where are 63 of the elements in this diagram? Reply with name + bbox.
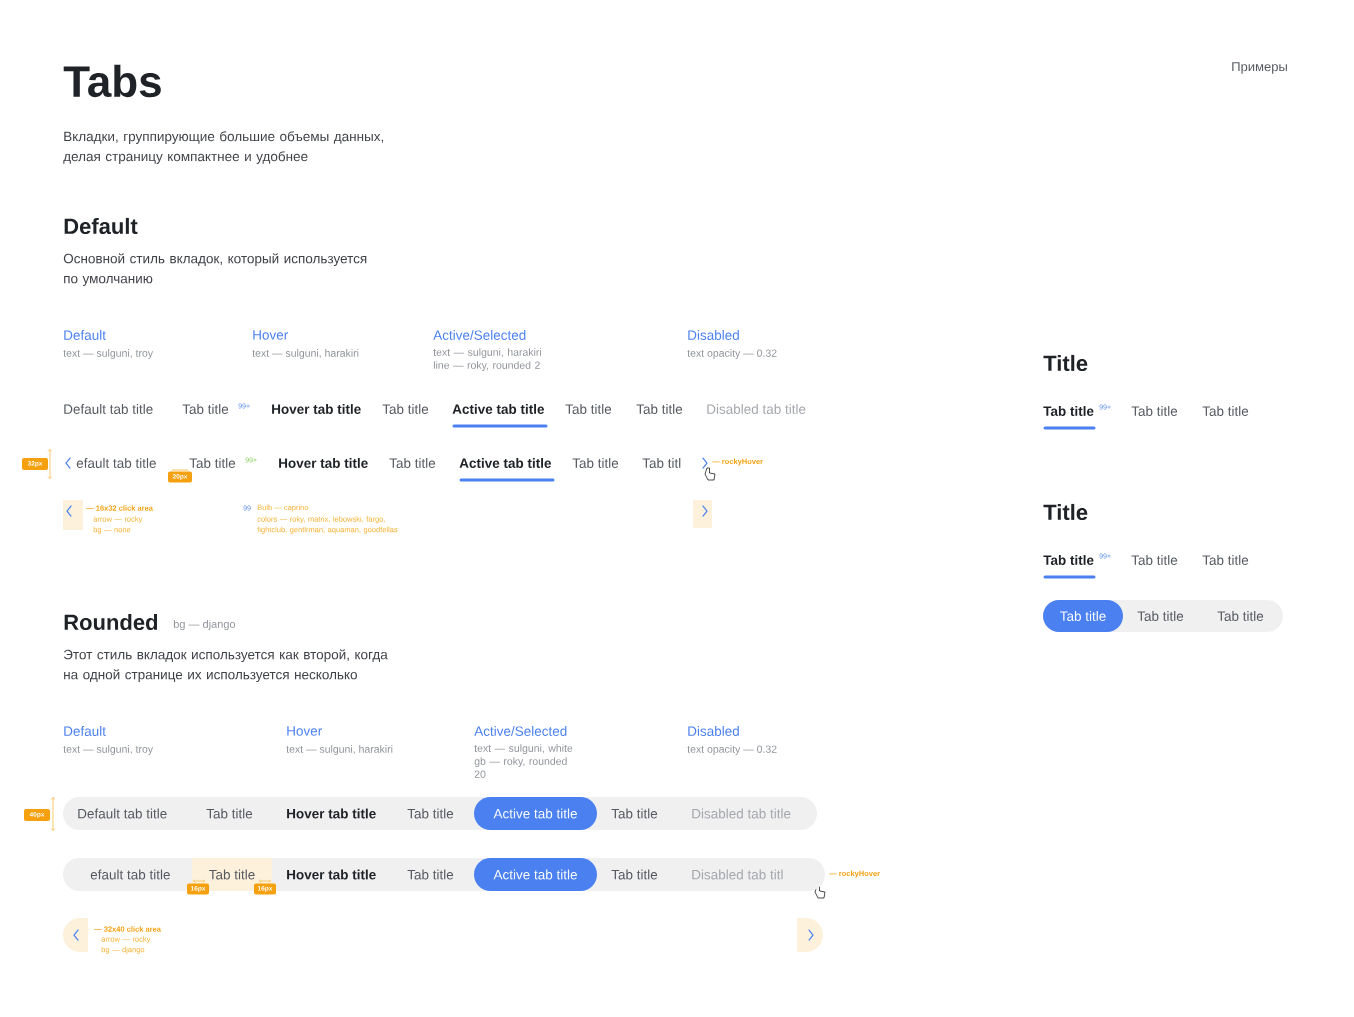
tab-label: Hover tab title [287, 808, 376, 819]
active-tab: Tab title [1043, 600, 1123, 632]
link-text: Примеры [1232, 62, 1287, 74]
tab-label: Disabled tab titl [692, 869, 783, 880]
tab-label: Tab title [1043, 555, 1094, 565]
tab-label: Tab title [382, 404, 429, 414]
tab-label: Tab title [565, 404, 612, 414]
tab-label: Active tab title [452, 404, 544, 414]
state-heading: Hover [287, 726, 322, 736]
section-heading: Default [64, 217, 138, 235]
tab-label: Hover tab title [272, 404, 361, 414]
tab-label: Tab title [611, 808, 658, 819]
tab-label: efault tab title [76, 458, 156, 468]
tab-label: Tab title [1217, 611, 1264, 621]
spec-note: text opacity — 0.32 [687, 349, 777, 359]
description-text: Этот стиль вкладок используется как второй, когда на одной странице их используется несколько [63, 649, 388, 683]
tab-label: Tab title [1202, 555, 1249, 565]
tab-label: Tab title [407, 808, 454, 819]
state-heading: Default [64, 330, 106, 340]
spec-note: text — sulguni, harakiri [252, 349, 359, 359]
tab-label: Tab title [1131, 555, 1178, 565]
spec-note: text opacity — 0.32 [687, 745, 777, 755]
tab-label: Tab title [206, 808, 253, 819]
state-heading: Active/Selected [474, 726, 567, 736]
tab-label: Disabled tab title [692, 808, 791, 819]
note-text: bg — django [173, 619, 236, 631]
tab-label: Hover tab title [287, 869, 376, 880]
spec-note: text — sulguni, harakiri [286, 745, 393, 755]
tab-label: Hover tab title [279, 458, 368, 468]
tab-label: Tab title [1137, 611, 1184, 621]
spec-note: text — sulguni, white gb — roky, rounded 20 [474, 744, 573, 778]
tab-label: Active tab title [459, 458, 551, 468]
section-heading: Title [1043, 354, 1088, 372]
tab-label: Tab title [1131, 406, 1178, 416]
tab-label: Tab title [572, 458, 619, 468]
section-heading: Rounded [64, 613, 158, 631]
description-text: Основной стиль вкладок, который используется по умолчанию [63, 253, 367, 287]
tab-label: Default tab title [78, 808, 167, 819]
state-heading: Active/Selected [433, 330, 526, 340]
tab-label: Tab title [189, 458, 236, 468]
spec-note: text — sulguni, troy [63, 745, 154, 755]
tab-label: Disabled tab title [707, 404, 806, 414]
section-heading: Title [1043, 503, 1088, 521]
spec-note: text — sulguni, troy [63, 349, 154, 359]
tab-label: Tab title [1043, 406, 1094, 416]
tab-label: Tab titl [642, 458, 681, 468]
tab-label: Default tab title [64, 404, 153, 414]
description-text: Вкладки, группирующие большие объемы данных, делая страницу компактнее и удобнее [63, 131, 384, 164]
spec-note: text — sulguni, harakiri line — roky, rounded 2 [433, 348, 541, 371]
state-heading: Hover [253, 330, 288, 340]
state-heading: Disabled [688, 330, 739, 340]
tab-label: Tab title [1202, 406, 1249, 416]
tab-label: Tab title [611, 869, 658, 880]
state-heading: Default [64, 726, 106, 736]
state-heading: Disabled [688, 726, 739, 736]
tab-label: Tab title [389, 458, 436, 468]
tab-label: Tab title [182, 404, 229, 414]
tab-label: efault tab title [90, 869, 170, 880]
tab-label: Tab title [407, 869, 454, 880]
page-title: Tabs [63, 64, 161, 98]
active-tab: Active tab title [474, 858, 597, 891]
tab-label: Tab title [636, 404, 683, 414]
active-tab: Active tab title [474, 797, 597, 830]
